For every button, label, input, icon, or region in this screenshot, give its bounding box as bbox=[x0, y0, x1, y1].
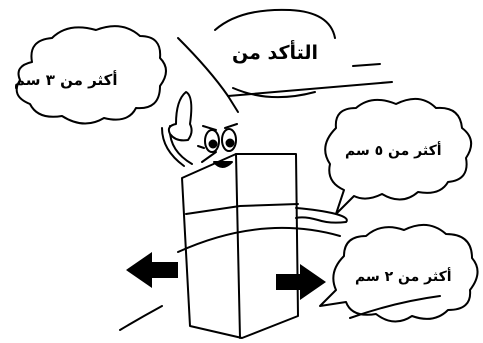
callout-right-bottom: أكثر من ٢ سم bbox=[355, 270, 452, 284]
title-label: التأكد من bbox=[232, 44, 318, 63]
refrigerator bbox=[162, 92, 347, 338]
callout-right-top: أكثر من ٥ سم bbox=[345, 144, 442, 158]
left-arrow-icon bbox=[126, 252, 178, 288]
callout-top-left: أكثر من ٣ سم bbox=[14, 73, 117, 88]
